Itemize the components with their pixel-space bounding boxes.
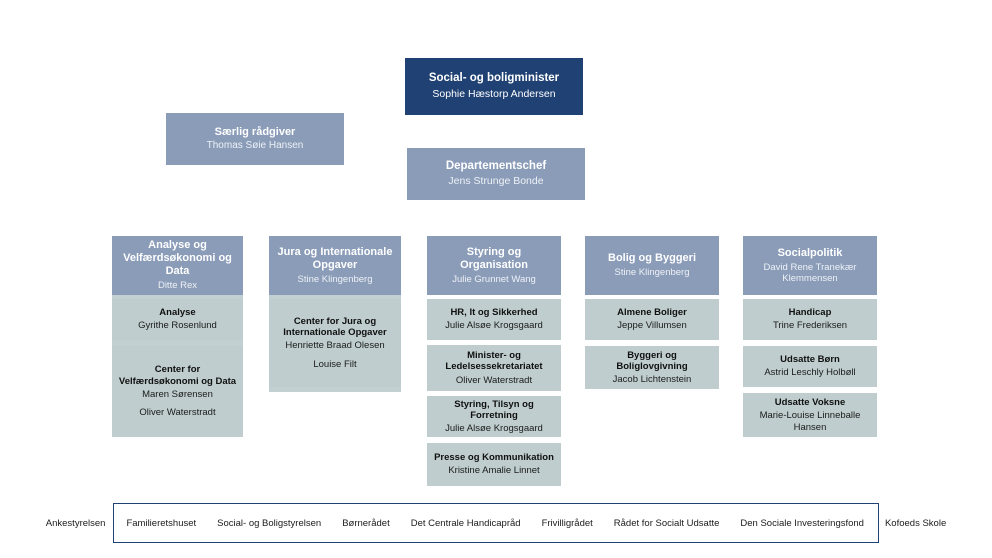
unit-box-1-1-title: Analyse <box>159 307 196 319</box>
agency-item-6[interactable]: Frivilligrådet <box>541 517 593 529</box>
column-header-3-title: Styring og Organisation <box>460 245 528 271</box>
unit-box-3-4-name-1: Kristine Amalie Linnet <box>448 465 540 477</box>
minister-title: Social- og boligminister <box>428 72 560 85</box>
unit-box-4-2[interactable]: Byggeri og Boliglovgivning Jacob Lichten… <box>585 346 719 389</box>
agency-item-3[interactable]: Social- og Boligstyrelsen <box>217 517 322 529</box>
column-header-2-name: Stine Klingenberg <box>297 273 373 285</box>
unit-box-3-2[interactable]: Minister- og Ledelsessekretariatet Olive… <box>427 345 561 391</box>
unit-box-4-2-name-1: Jacob Lichtenstein <box>612 374 692 386</box>
unit-box-3-3-name-1: Julie Alsøe Krogsgaard <box>445 423 543 435</box>
column-header-1-title: Analyse og Velfærdsøkonomi og Data <box>123 239 232 278</box>
column-header-3[interactable]: Styring og Organisation Julie Grunnet Wa… <box>427 236 561 295</box>
unit-box-1-2[interactable]: Center for Velfærdsøkonomi og Data Maren… <box>112 346 243 437</box>
unit-box-3-1-title: HR, It og Sikkerhed <box>450 307 538 319</box>
agency-item-5[interactable]: Det Centrale Handicapråd <box>410 517 521 529</box>
column-header-1[interactable]: Analyse og Velfærdsøkonomi og Data Ditte… <box>112 236 243 295</box>
unit-box-5-2-title: Udsatte Børn <box>780 354 840 366</box>
column-header-2-title: Jura og Internationale Opgaver <box>277 245 393 271</box>
unit-box-3-1-name-1: Julie Alsøe Krogsgaard <box>445 320 543 332</box>
special-adviser-title: Særlig rådgiver <box>214 125 296 138</box>
unit-box-3-4[interactable]: Presse og Kommunikation Kristine Amalie … <box>427 443 561 486</box>
agency-item-4[interactable]: Børnerådet <box>342 517 390 529</box>
unit-box-5-3-name-1: Marie-Louise Linneballe Hansen <box>759 410 861 433</box>
unit-box-4-1[interactable]: Almene Boliger Jeppe Villumsen <box>585 299 719 340</box>
unit-box-5-1[interactable]: Handicap Trine Frederiksen <box>743 299 877 340</box>
unit-box-3-3[interactable]: Styring, Tilsyn og Forretning Julie Alsø… <box>427 396 561 437</box>
column-header-3-name: Julie Grunnet Wang <box>452 273 536 285</box>
unit-box-5-3[interactable]: Udsatte Voksne Marie-Louise Linneballe H… <box>743 393 877 437</box>
minister-name: Sophie Hæstorp Andersen <box>432 87 556 100</box>
department-chief-title: Departementschef <box>445 159 547 172</box>
unit-box-2-1-name-1: Henriette Braad Olesen <box>285 340 385 352</box>
unit-box-2-1-name-2: Louise Filt <box>313 358 357 370</box>
column-header-1-name: Ditte Rex <box>157 280 198 292</box>
unit-box-1-2-title: Center for Velfærdsøkonomi og Data <box>118 364 237 387</box>
unit-box-3-4-title: Presse og Kommunikation <box>434 452 554 464</box>
unit-box-5-3-title: Udsatte Voksne <box>774 397 846 408</box>
agency-item-9[interactable]: Kofoeds Skole <box>884 517 947 529</box>
unit-box-5-2-name-1: Astrid Leschly Holbøll <box>764 367 856 379</box>
unit-box-1-1-name-1: Gyrithe Rosenlund <box>138 320 217 332</box>
unit-box-3-2-name-1: Oliver Waterstradt <box>455 374 533 386</box>
department-chief-box[interactable]: Departementschef Jens Strunge Bonde <box>407 148 585 200</box>
unit-box-4-2-title: Byggeri og Boliglovgivning <box>616 349 688 372</box>
agency-item-7[interactable]: Rådet for Socialt Udsatte <box>613 517 720 529</box>
unit-box-2-1-title: Center for Jura og Internationale Opgave… <box>283 315 387 339</box>
column-header-4[interactable]: Bolig og Byggeri Stine Klingenberg <box>585 236 719 295</box>
column-header-5-title: Socialpolitik <box>777 246 843 259</box>
unit-box-1-2-name-2: Oliver Waterstradt <box>139 407 216 419</box>
unit-box-4-1-title: Almene Boliger <box>617 307 687 319</box>
unit-box-4-1-name-1: Jeppe Villumsen <box>617 320 687 332</box>
unit-box-3-2-title: Minister- og Ledelsessekretariatet <box>445 350 543 373</box>
agencies-bar: Ankestyrelsen Familieretshuset Social- o… <box>46 503 946 543</box>
unit-box-1-2-name-1: Maren Sørensen <box>142 388 213 400</box>
unit-box-1-1[interactable]: Analyse Gyrithe Rosenlund <box>112 299 243 340</box>
department-chief-name: Jens Strunge Bonde <box>448 175 544 188</box>
minister-box[interactable]: Social- og boligminister Sophie Hæstorp … <box>405 58 583 115</box>
special-adviser-name: Thomas Søie Hansen <box>206 140 304 152</box>
agency-item-1[interactable]: Ankestyrelsen <box>45 517 106 529</box>
special-adviser-box[interactable]: Særlig rådgiver Thomas Søie Hansen <box>166 113 344 165</box>
unit-box-3-1[interactable]: HR, It og Sikkerhed Julie Alsøe Krogsgaa… <box>427 299 561 340</box>
agency-item-2[interactable]: Familieretshuset <box>126 517 197 529</box>
unit-box-5-2[interactable]: Udsatte Børn Astrid Leschly Holbøll <box>743 346 877 387</box>
column-header-4-name: Stine Klingenberg <box>614 267 690 279</box>
column-header-5[interactable]: Socialpolitik David Rene Tranekær Klemme… <box>743 236 877 295</box>
unit-box-3-3-title: Styring, Tilsyn og Forretning <box>454 398 534 421</box>
column-header-2[interactable]: Jura og Internationale Opgaver Stine Kli… <box>269 236 401 295</box>
column-header-4-title: Bolig og Byggeri <box>608 252 696 265</box>
agencies-list: Ankestyrelsen Familieretshuset Social- o… <box>46 518 946 529</box>
agency-item-8[interactable]: Den Sociale Investeringsfond <box>740 517 864 529</box>
unit-box-5-1-title: Handicap <box>788 307 832 319</box>
column-header-5-name: David Rene Tranekær Klemmensen <box>763 261 857 284</box>
unit-box-2-1[interactable]: Center for Jura og Internationale Opgave… <box>269 299 401 387</box>
unit-box-5-1-name-1: Trine Frederiksen <box>772 320 848 332</box>
